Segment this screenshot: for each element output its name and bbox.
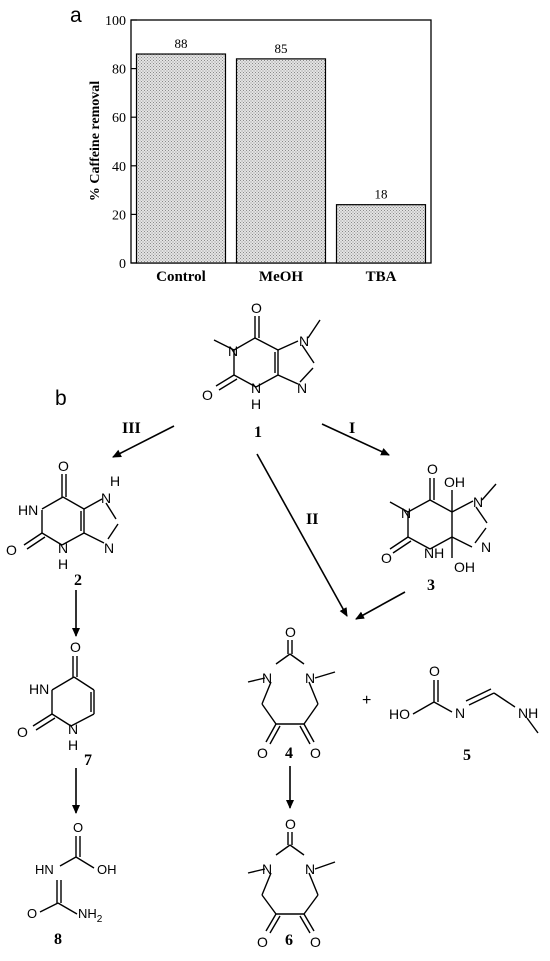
c2-O-top: O xyxy=(58,458,69,474)
c2-NH-bottom: N xyxy=(58,540,68,556)
c6-O-top: O xyxy=(285,816,296,832)
c4-O-br: O xyxy=(310,745,321,761)
compound-7: O HN N H O 7 xyxy=(17,639,95,769)
y-tick-label: 60 xyxy=(112,111,126,126)
arrow-route-I xyxy=(321,423,390,456)
c5-HO: HO xyxy=(389,706,410,722)
c2-number: 2 xyxy=(74,572,82,589)
compound-6: O N N O O 6 xyxy=(247,816,336,950)
c8-OH: OH xyxy=(97,862,117,877)
c4-O-top: O xyxy=(285,624,296,640)
bar-series: 88 85 18 xyxy=(135,36,427,264)
c2-N-top: N xyxy=(101,490,111,506)
c1-O-top: O xyxy=(251,300,262,316)
y-tick-label: 100 xyxy=(105,14,126,29)
x-tick-label-control: Control xyxy=(156,269,206,285)
plus-sign: + xyxy=(362,692,371,709)
bar-chart: 0 20 40 60 80 100 88 85 18 Control MeOH TBA % Caf… xyxy=(88,14,432,285)
route-label-I: I xyxy=(349,420,355,437)
c4-N-left: N xyxy=(262,670,272,686)
c1-O-left: O xyxy=(202,387,213,403)
c8-NH2: NH2 xyxy=(78,906,103,925)
c8-NH: NH xyxy=(78,906,97,921)
c1-NH: N xyxy=(251,380,261,396)
c8-HN: HN xyxy=(35,862,54,877)
c3-N-right: N xyxy=(473,494,483,510)
c8-O-left: O xyxy=(27,906,37,921)
c7-N: N xyxy=(68,721,78,737)
c7-H: H xyxy=(68,737,78,753)
y-tick-label: 0 xyxy=(119,257,126,272)
compound-4: O N N O O 4 xyxy=(247,624,336,762)
c6-O-bl: O xyxy=(257,934,268,950)
c3-OH-bottom: OH xyxy=(454,559,475,575)
c5-NH: NH xyxy=(518,705,538,721)
c5-number: 5 xyxy=(463,747,471,764)
arrow-route-II xyxy=(256,453,348,617)
c2-O-left: O xyxy=(6,542,17,558)
c7-HN: HN xyxy=(29,681,49,697)
compound-8: O OH HN O NH2 8 xyxy=(27,820,117,948)
bar-meoh xyxy=(235,58,327,264)
bar-tba xyxy=(335,204,427,264)
c6-N-left: N xyxy=(262,861,272,877)
c5-O-top: O xyxy=(429,663,440,679)
x-axis-labels: Control MeOH TBA xyxy=(156,269,396,285)
x-tick-label-tba: TBA xyxy=(366,269,397,285)
reaction-arrows xyxy=(72,423,406,814)
c1-H: H xyxy=(251,396,261,412)
c3-O-top: O xyxy=(427,461,438,477)
panel-b-label: b xyxy=(55,387,67,410)
c1-N-left: N xyxy=(228,343,238,359)
c5-N: N xyxy=(455,705,465,721)
c1-number: 1 xyxy=(254,424,262,441)
data-label-control: 88 xyxy=(175,36,188,51)
data-label-tba: 18 xyxy=(375,187,388,202)
c4-N-right: N xyxy=(305,670,315,686)
c8-number: 8 xyxy=(54,931,62,948)
c1-N-right: N xyxy=(299,333,309,349)
c3-NH: NH xyxy=(424,545,444,561)
c8-O-top: O xyxy=(73,820,83,835)
c4-O-bl: O xyxy=(257,745,268,761)
c2-N-imine: N xyxy=(104,540,114,556)
c2-H-top: H xyxy=(110,473,120,489)
y-tick-label: 40 xyxy=(112,160,126,175)
c7-O-top: O xyxy=(70,639,81,655)
y-tick-label: 80 xyxy=(112,63,126,78)
y-axis-title: % Caffeine removal xyxy=(88,81,103,201)
route-label-II: II xyxy=(306,511,318,528)
compound-2: O HN H N N N H O 2 xyxy=(6,458,120,589)
c3-N-left: N xyxy=(401,505,411,521)
c3-N-imine: N xyxy=(481,539,491,555)
data-label-meoh: 85 xyxy=(275,41,288,56)
x-tick-label-meoh: MeOH xyxy=(259,269,303,285)
arrow-route-III xyxy=(112,425,175,458)
c1-N-imine: N xyxy=(297,380,307,396)
c7-number: 7 xyxy=(84,752,92,769)
c3-number: 3 xyxy=(427,577,435,594)
c6-N-right: N xyxy=(305,861,315,877)
c6-number: 6 xyxy=(285,932,293,949)
c3-OH-top: OH xyxy=(444,474,465,490)
c7-O-left: O xyxy=(17,724,28,740)
c2-HN: HN xyxy=(18,502,38,518)
compound-1: O N N N N H O 1 xyxy=(202,300,321,441)
compound-3: O OH N N N NH OH O 3 xyxy=(381,461,497,594)
compound-5: O HO N NH 5 xyxy=(389,663,539,764)
arrow-3-to-4 xyxy=(355,591,406,620)
panel-a-label: a xyxy=(70,4,82,27)
c8-subscript-2: 2 xyxy=(97,914,103,925)
c4-number: 4 xyxy=(285,745,293,762)
c3-O-left: O xyxy=(381,550,392,566)
route-label-III: III xyxy=(122,420,141,437)
c6-O-br: O xyxy=(310,934,321,950)
y-tick-label: 20 xyxy=(112,208,126,223)
y-axis: 0 20 40 60 80 100 xyxy=(105,14,137,272)
bar-control xyxy=(135,53,227,264)
c2-H-bottom: H xyxy=(58,556,68,572)
